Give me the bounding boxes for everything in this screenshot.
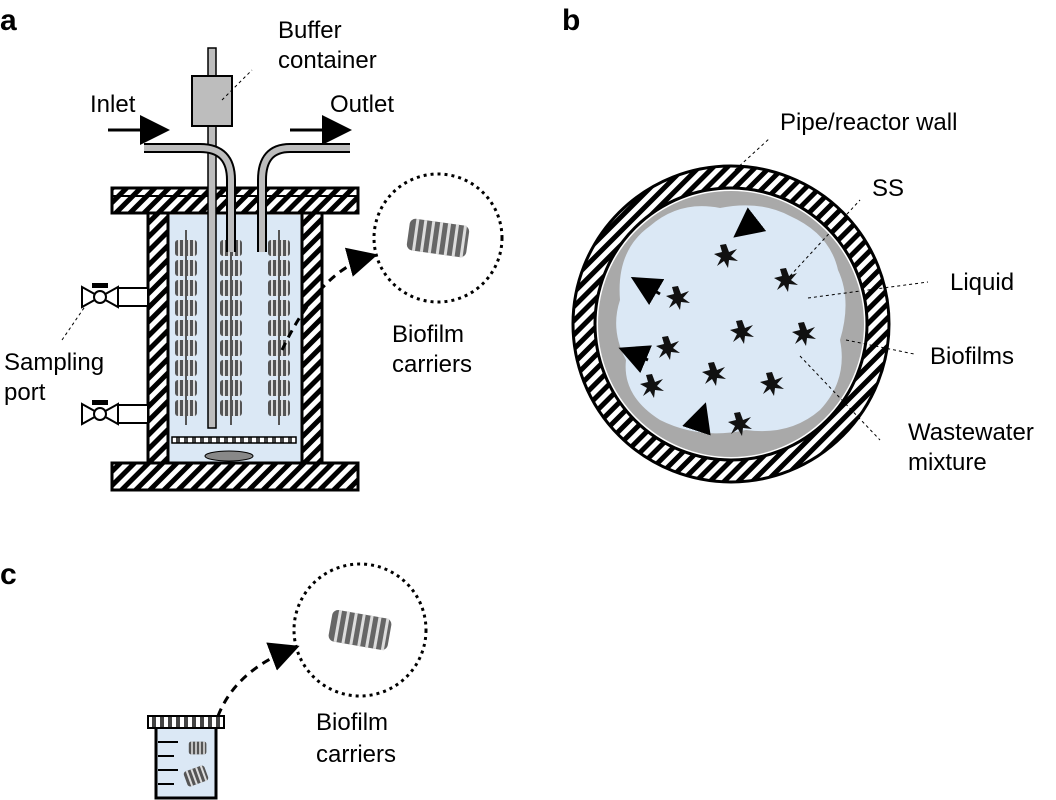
- reactor-left-wall: [146, 211, 170, 465]
- c-carriers-label-line1: Biofilm: [316, 709, 388, 736]
- carrier-column-right: [268, 230, 290, 425]
- flow-arrow-2: [630, 276, 665, 306]
- flow-arrow-1: [733, 207, 767, 238]
- reactor-right-wall: [300, 211, 324, 465]
- carrier-column-middle: [220, 230, 242, 425]
- sampling-label-line1: Sampling: [4, 349, 104, 376]
- carrier-zoom-arrow: [280, 247, 378, 351]
- buffer-leader: [221, 69, 253, 101]
- sampling-port-upper: [81, 283, 149, 309]
- reactor-bottom-flange: [110, 461, 360, 492]
- sampling-label-line2: port: [4, 379, 46, 406]
- liquid-leader: [807, 281, 929, 299]
- wall-leader: [734, 137, 771, 171]
- panel-a: a: [0, 4, 504, 492]
- carrier-column-left: [175, 230, 197, 425]
- wastewater-leader: [799, 355, 881, 441]
- sampling-port-lower: [81, 400, 149, 426]
- center-shaft: [207, 47, 217, 429]
- distribution-plate: [171, 436, 297, 444]
- biofilms-label: Biofilms: [930, 343, 1014, 370]
- buffer-container: [191, 75, 233, 127]
- c-carriers-label-line2: carriers: [316, 741, 396, 768]
- a-carriers-label-line2: carriers: [392, 351, 472, 378]
- wastewater-label-line2: mixture: [908, 449, 987, 476]
- sampling-leader: [61, 304, 87, 341]
- panel-b: b Pipe/react: [562, 4, 1034, 484]
- ss-leader: [789, 199, 861, 277]
- liquid-region: [616, 205, 846, 434]
- ss-label: SS: [872, 175, 904, 202]
- flow-arrow-3: [618, 345, 652, 374]
- beaker: [147, 715, 225, 800]
- reactor-liquid: [166, 215, 304, 463]
- buffer-label-line1: Buffer: [278, 17, 342, 44]
- flow-arrow-4: [682, 402, 711, 436]
- outlet-label: Outlet: [330, 91, 394, 118]
- stir-bar: [204, 450, 254, 462]
- panel-b-letter: b: [562, 4, 580, 37]
- inlet-label: Inlet: [90, 91, 136, 118]
- wastewater-label-line1: Wastewater: [908, 419, 1034, 446]
- a-carriers-label-line1: Biofilm: [392, 321, 464, 348]
- beaker-lid: [147, 715, 225, 729]
- panel-c: c Biofilm carriers: [0, 558, 428, 800]
- wall-label: Pipe/reactor wall: [780, 109, 957, 136]
- buffer-label-line2: container: [278, 47, 377, 74]
- panel-c-letter: c: [0, 558, 17, 591]
- c-carrier-zoom-arrow: [216, 642, 300, 717]
- panel-a-letter: a: [0, 4, 17, 37]
- reactor: [81, 47, 360, 492]
- liquid-label: Liquid: [950, 269, 1014, 296]
